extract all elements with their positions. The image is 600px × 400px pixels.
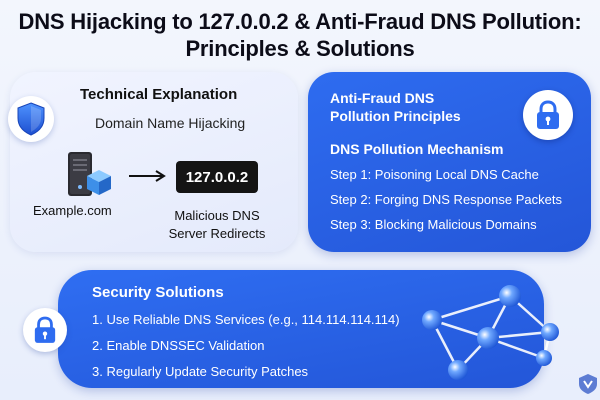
title-line-1: DNS Hijacking to 127.0.0.2 & Anti-Fraud …: [18, 9, 582, 34]
title-line-2: Principles & Solutions: [185, 36, 415, 61]
pollution-step-3: Step 3: Blocking Malicious Domains: [330, 217, 537, 232]
solution-item-2: 2. Enable DNSSEC Validation: [92, 338, 265, 353]
anti-fraud-heading-line-2: Pollution Principles: [330, 108, 461, 124]
mechanism-heading: DNS Pollution Mechanism: [330, 141, 504, 157]
server-caption-line-1: Malicious DNS: [174, 208, 260, 223]
network-nodes: [422, 285, 559, 380]
technical-subheading: Domain Name Hijacking: [95, 115, 246, 131]
shield-icon: [8, 96, 54, 142]
arrow-right-icon: [128, 168, 168, 189]
padlock-icon: [523, 90, 573, 140]
technical-heading: Technical Explanation: [80, 86, 238, 103]
cube-icon: [87, 170, 111, 195]
solution-item-1: 1. Use Reliable DNS Services (e.g., 114.…: [92, 312, 400, 327]
padlock-icon: [23, 308, 67, 352]
network-graph-icon: [400, 272, 570, 395]
server-caption-line-2: Server Redirects: [168, 226, 266, 241]
ip-address: 127.0.0.2: [185, 168, 249, 186]
anti-fraud-heading-line-1: Anti-Fraud DNS: [330, 90, 435, 106]
security-heading: Security Solutions: [92, 284, 224, 301]
ip-address-box: 127.0.0.2: [176, 161, 258, 193]
page-title: DNS Hijacking to 127.0.0.2 & Anti-Fraud …: [0, 8, 600, 62]
pollution-step-2: Step 2: Forging DNS Response Packets: [330, 192, 562, 207]
solution-item-3: 3. Regularly Update Security Patches: [92, 364, 309, 379]
brand-logo-icon: [578, 373, 598, 400]
client-domain-label: Example.com: [33, 203, 112, 218]
server-icon: [65, 150, 115, 205]
pollution-step-1: Step 1: Poisoning Local DNS Cache: [330, 167, 539, 182]
